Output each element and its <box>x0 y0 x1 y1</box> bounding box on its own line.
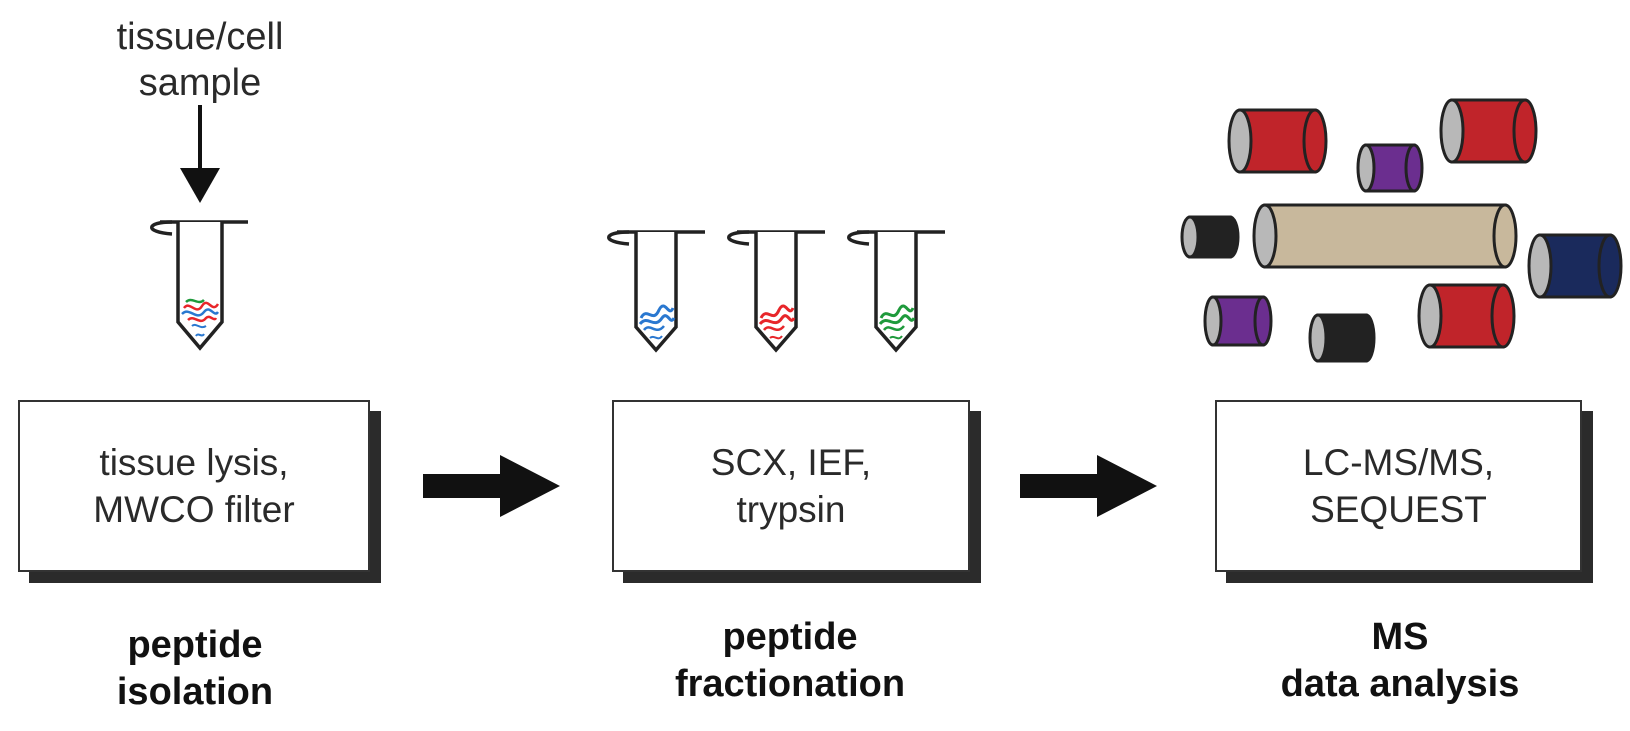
flow-arrow-2 <box>1020 455 1157 517</box>
cylinder-purple-top-icon <box>1356 143 1424 193</box>
cylinder-red-top-left-icon <box>1227 108 1328 174</box>
sample-input-line1: tissue/cell <box>116 16 284 58</box>
cylinder-black-bottom-icon <box>1308 313 1376 363</box>
sample-down-arrow <box>180 105 220 203</box>
step-2-box-line1: SCX, IEF, <box>710 442 872 483</box>
sample-tube-icon <box>150 220 248 351</box>
step-2-box-line2: trypsin <box>736 489 846 530</box>
cylinder-black-left-icon <box>1180 215 1240 259</box>
cylinder-purple-bottom-icon <box>1203 295 1273 347</box>
flow-arrow-1 <box>423 455 560 517</box>
step-box-peptide-isolation: tissue lysis, MWCO filter <box>18 400 370 572</box>
fraction-tube-blue-icon <box>607 230 705 353</box>
stage-1-line2: isolation <box>116 671 274 713</box>
step-box-ms-data-analysis: LC-MS/MS, SEQUEST <box>1215 400 1582 572</box>
sample-input-label: tissue/cell sample <box>70 14 330 106</box>
stage-label-peptide-isolation: peptide isolation <box>30 622 360 716</box>
lc-column-icon <box>1252 203 1518 269</box>
step-1-box-line2: MWCO filter <box>93 489 295 530</box>
step-3-box-line2: SEQUEST <box>1310 489 1487 530</box>
stage-2-line1: peptide <box>722 616 858 658</box>
cylinder-red-bottom-icon <box>1417 283 1516 349</box>
mixed-peptides-icon <box>181 298 220 337</box>
step-1-box-line1: tissue lysis, <box>99 442 289 483</box>
stage-label-ms-data-analysis: MS data analysis <box>1215 614 1585 708</box>
stage-3-line1: MS <box>1371 616 1429 658</box>
cylinder-navy-right-icon <box>1527 233 1623 299</box>
stage-2-line2: fractionation <box>674 663 906 705</box>
stage-3-line2: data analysis <box>1280 663 1520 705</box>
stage-label-peptide-fractionation: peptide fractionation <box>610 614 970 708</box>
sample-input-line2: sample <box>138 62 262 104</box>
cylinder-red-top-right-icon <box>1439 98 1538 164</box>
fraction-tube-red-icon <box>727 230 825 353</box>
fraction-tube-green-icon <box>847 230 945 353</box>
ms-cylinders-illustration <box>1180 98 1623 363</box>
step-3-box-line1: LC-MS/MS, <box>1302 442 1495 483</box>
stage-1-line1: peptide <box>127 624 263 666</box>
step-box-peptide-fractionation: SCX, IEF, trypsin <box>612 400 970 572</box>
